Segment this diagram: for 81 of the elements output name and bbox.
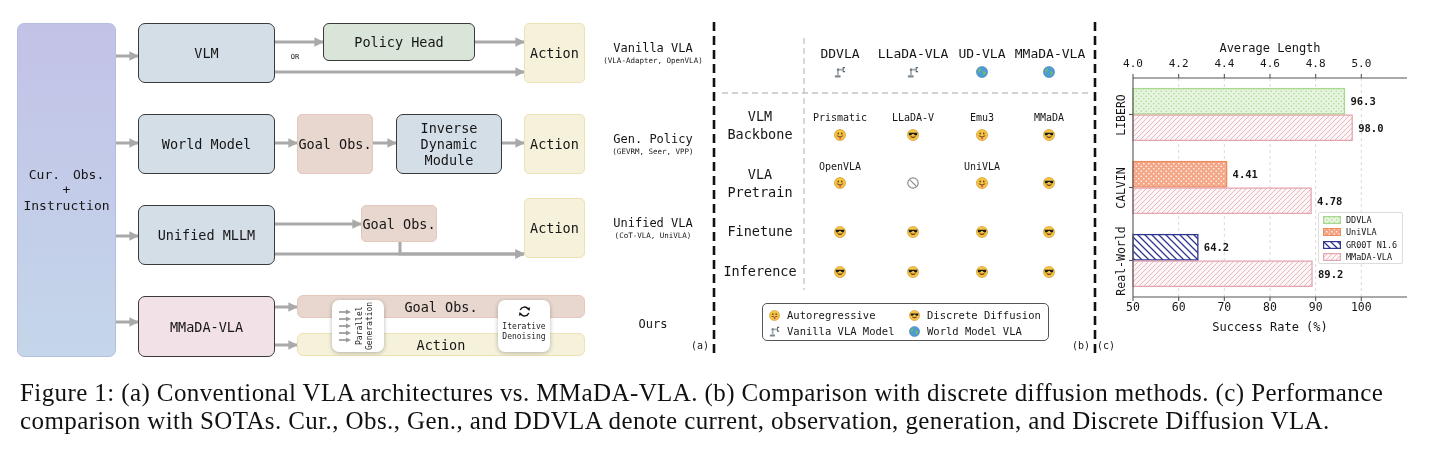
output-box: Action: [524, 114, 585, 174]
arrow: [502, 138, 525, 148]
process-box: Inverse Dynamic Module: [396, 114, 502, 174]
data-label: 98.0: [1358, 120, 1384, 135]
panel-label: (a): [690, 340, 710, 352]
column-header: MMaDA-VLA: [1014, 46, 1086, 62]
step-card: [332, 300, 384, 352]
tick-label: 60: [1171, 301, 1186, 315]
cell-text: Emu3: [969, 112, 995, 124]
cell-text: OpenVLA: [818, 161, 862, 173]
row-title: Vanilla VLA: [613, 42, 693, 56]
arrow: [275, 138, 298, 148]
row-title: Ours: [638, 318, 668, 332]
tick-label: 90: [1308, 301, 1323, 315]
column-header: LLaDA-VLA: [877, 46, 949, 62]
category-label: Real-World: [1115, 225, 1129, 296]
arrow: [275, 302, 298, 312]
tick-label: 4.8: [1305, 57, 1326, 71]
arrow: [475, 37, 525, 47]
arrow: [373, 138, 397, 148]
column-header: DDVLA: [820, 46, 860, 62]
legend-label: Vanilla VLA Model: [787, 324, 895, 338]
arrow: [116, 317, 139, 327]
axis-title: Success Rate (%): [1212, 321, 1328, 335]
legend-label: Autoregressive: [787, 308, 876, 322]
legend-label: Discrete Diffusion: [927, 308, 1041, 322]
step-card: [498, 300, 550, 352]
row-header: VLM Backbone: [726, 108, 794, 144]
row-header: VLA Pretrain: [726, 166, 794, 202]
legend-label: MMaDA-VLA: [1346, 250, 1393, 263]
data-label: 89.2: [1318, 266, 1344, 281]
row-title: Unified VLA: [613, 217, 693, 231]
input-box: Cur. Obs. + Instruction: [17, 23, 116, 357]
column-header: UD-VLA: [958, 46, 1006, 62]
legend-label: UniVLA: [1346, 226, 1377, 239]
legend-label: GR00T N1.6: [1346, 238, 1398, 251]
tick-label: 100: [1350, 301, 1372, 315]
category-label: LIBERO: [1115, 93, 1129, 136]
cell-text: LLaDA-V: [891, 112, 935, 124]
category-label: CALVIN: [1115, 166, 1129, 209]
data-label: 4.41: [1232, 167, 1258, 182]
arrow: [116, 231, 139, 241]
tick-label: 70: [1217, 301, 1232, 315]
output-box: Action: [524, 23, 585, 83]
data-label: 64.2: [1203, 240, 1230, 255]
arrow: [398, 242, 525, 259]
process-box: VLM: [138, 23, 275, 83]
process-box: MMaDA-VLA: [138, 296, 275, 357]
panel-label: (b): [1071, 340, 1091, 352]
arrow: [275, 67, 525, 77]
process-box: World Model: [138, 114, 275, 174]
tick-label: 4.0: [1123, 57, 1143, 71]
data-label: 96.3: [1350, 94, 1376, 109]
arrow: [275, 340, 298, 350]
arrow: [116, 51, 139, 61]
arrow: [116, 138, 139, 148]
tick-label: 80: [1263, 301, 1277, 315]
legend-label: DDVLA: [1346, 214, 1372, 226]
data-label: 4.78: [1317, 193, 1343, 208]
row-header: Finetune: [727, 224, 793, 240]
tick-label: 4.4: [1214, 57, 1235, 71]
axis-title: Average Length: [1219, 42, 1321, 56]
row-title: Gen. Policy: [613, 133, 693, 147]
row-header: Inference: [723, 264, 797, 280]
arrow: [275, 219, 362, 229]
arrow: [275, 37, 324, 47]
legend-label: World Model VLA: [927, 324, 1022, 338]
tick-label: 50: [1126, 301, 1140, 315]
cell-text: Prismatic: [812, 112, 868, 124]
panel-label: (c): [1096, 340, 1116, 352]
tick-label: 4.6: [1260, 57, 1280, 71]
output-box: Action: [524, 198, 585, 258]
goal-box: Goal Obs.: [297, 114, 373, 174]
tick-label: 5.0: [1351, 57, 1372, 71]
process-box: Unified MLLM: [138, 205, 275, 265]
tick-label: 4.2: [1168, 57, 1189, 71]
cell-text: MMaDA: [1033, 112, 1065, 124]
process-box: Policy Head: [323, 23, 475, 61]
cell-text: UniVLA: [963, 161, 1001, 173]
caption: Figure 1: (a) Conventional VLA architectures vs. MMaDA-VLA. (b) Comparison with discrete diffusion methods. (c) Performance comparison with SOTAs. Cur., Obs., Gen., and DDVLA denote current, observation, generation, and Discrete Diffusion VLA.: [20, 379, 1385, 435]
goal-box: Goal Obs.: [361, 205, 437, 242]
